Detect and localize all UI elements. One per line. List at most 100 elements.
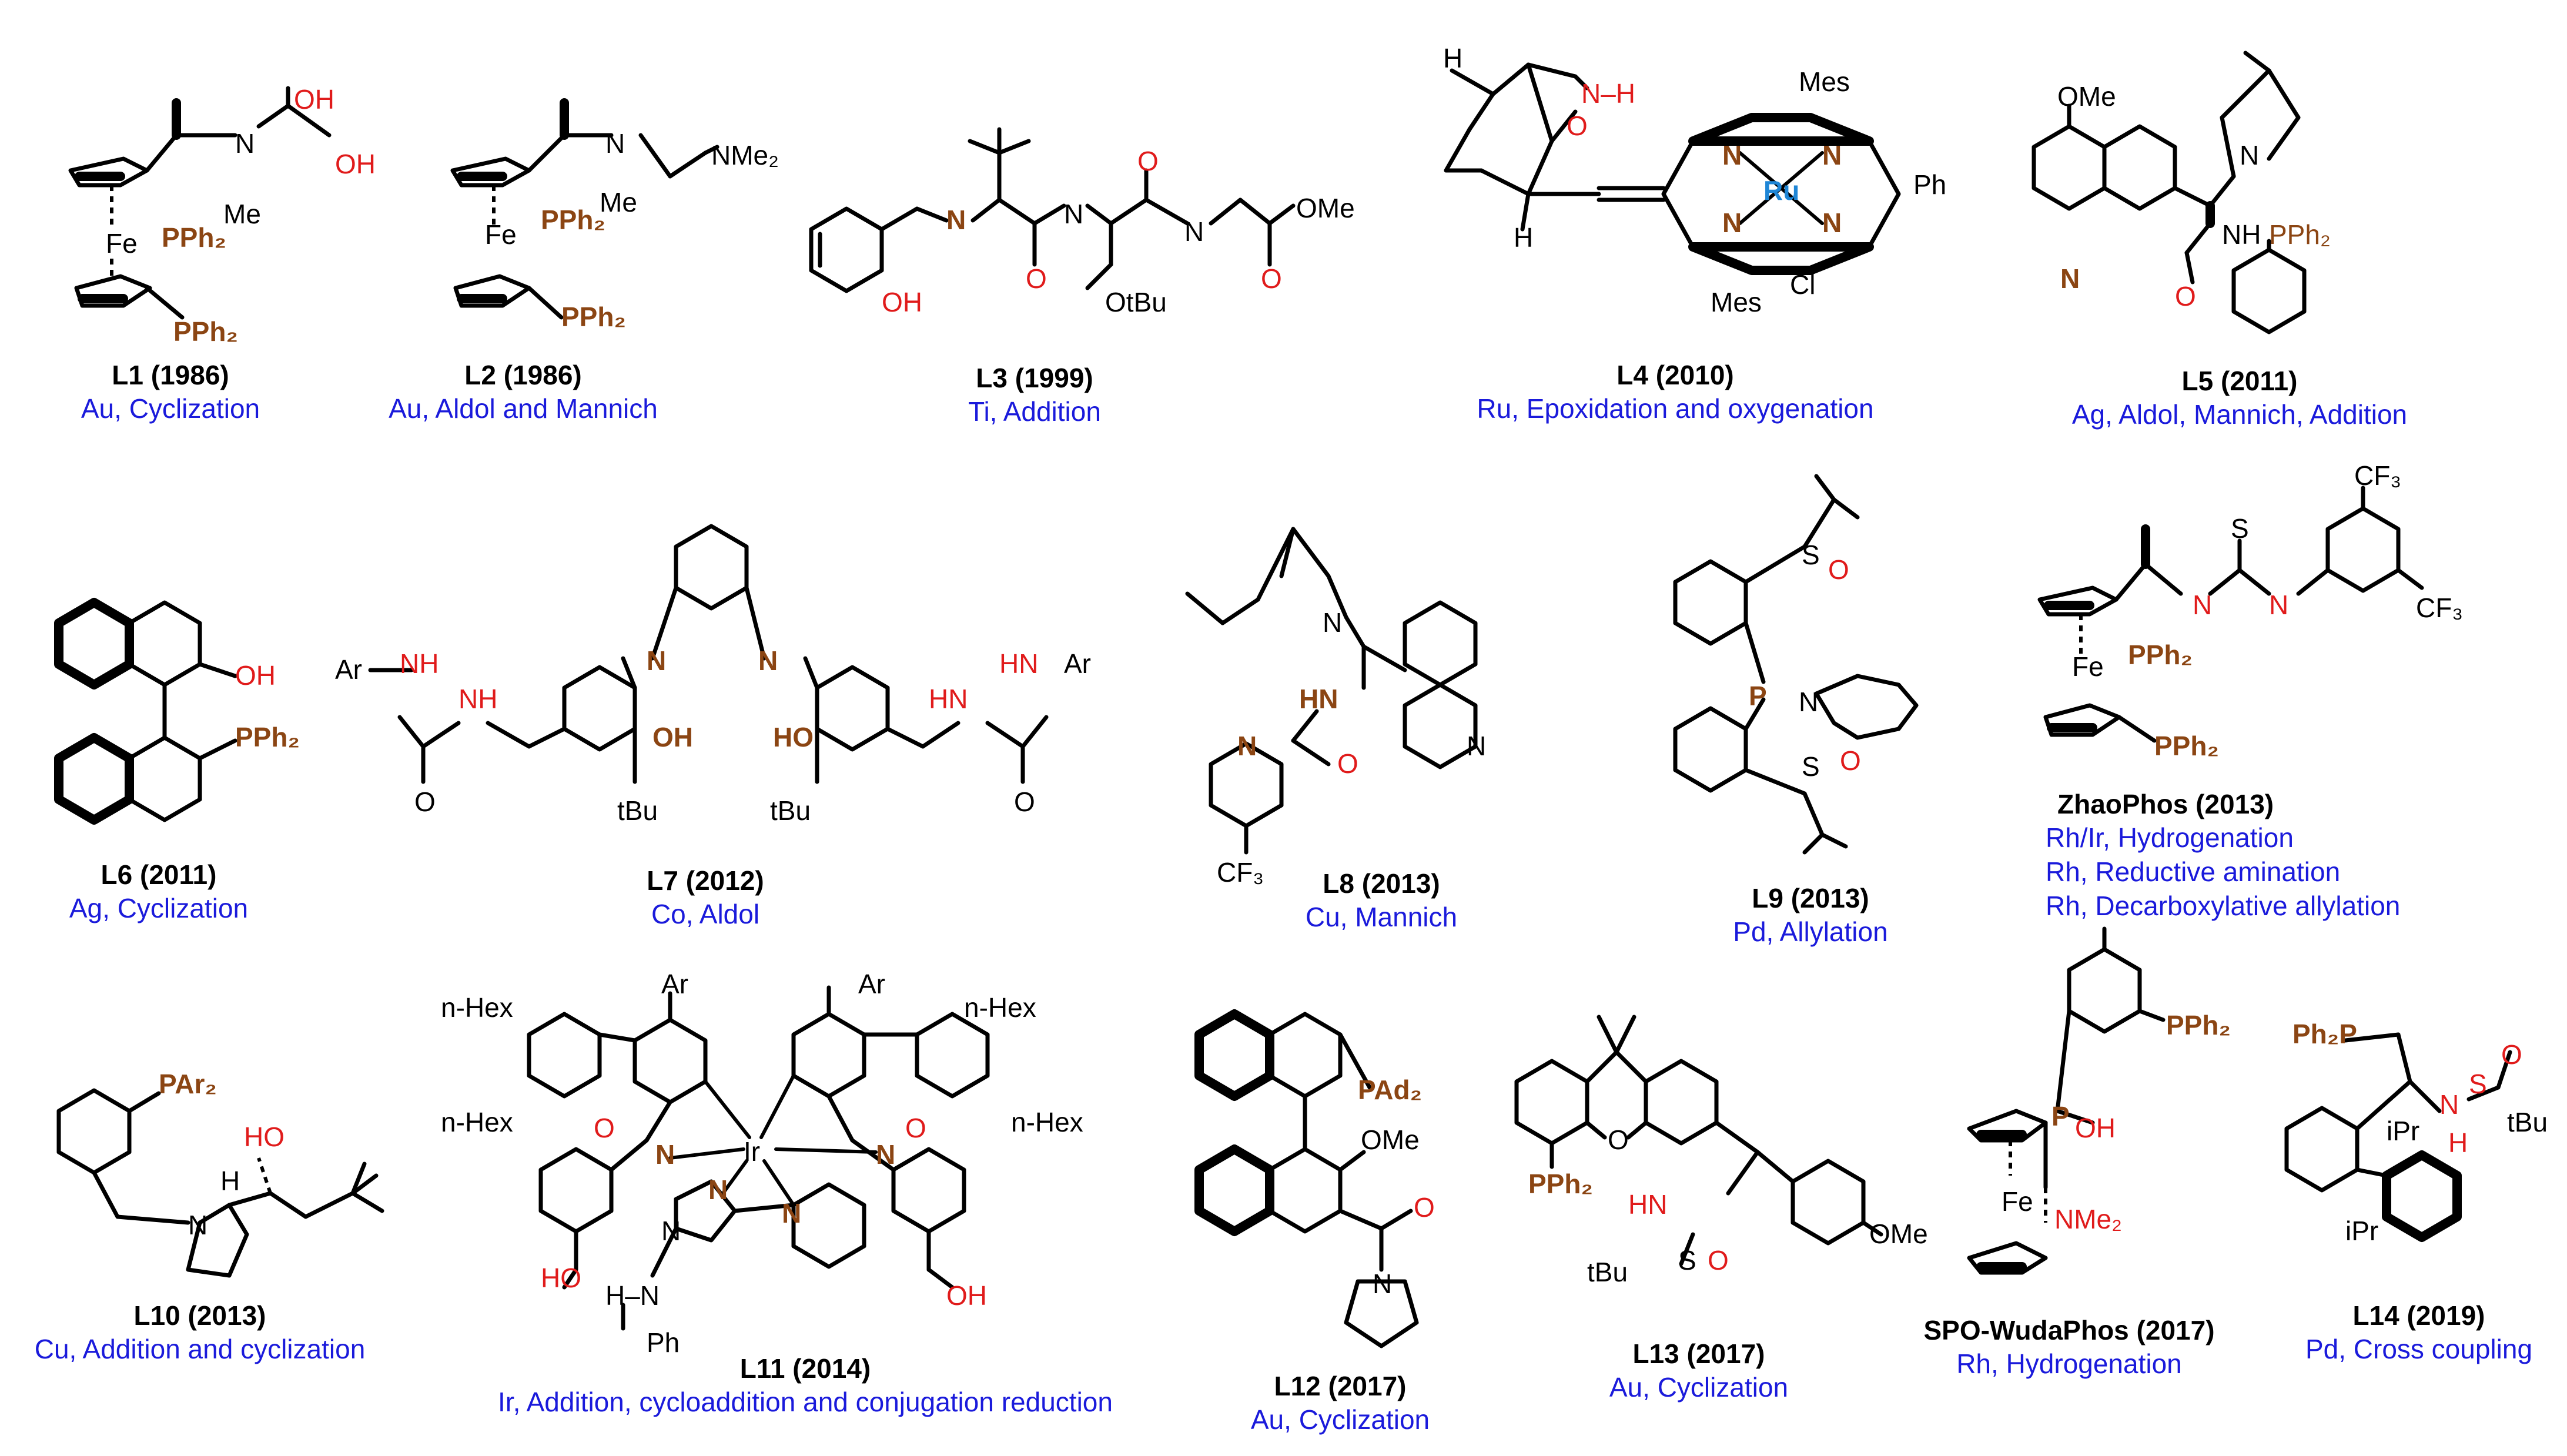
l3-otbu: OtBu [1105, 287, 1167, 317]
ligand-name: ZhaoPhos (2013) [2057, 789, 2274, 819]
l6-oh: OH [235, 660, 276, 691]
l13-hn: HN [1628, 1189, 1667, 1220]
l4-n2: N [1822, 140, 1842, 170]
ligand-application: Rh, Reductive amination [2046, 856, 2341, 887]
structure-L2: N Me NMe₂ Fe PPh₂ PPh₂ [450, 98, 779, 332]
l9-n: N [1799, 687, 1818, 717]
ligand-application: Au, Cyclization [1250, 1404, 1430, 1435]
l10-h: H [220, 1166, 240, 1196]
caption-L5: L5 (2011) Ag, Aldol, Mannich, Addition [2022, 364, 2457, 431]
ligand-name: SPO-WudaPhos (2017) [1923, 1315, 2215, 1345]
ligand-name: L10 (2013) [133, 1300, 266, 1331]
l13-tbu: tBu [1587, 1257, 1628, 1287]
l3-oh: OH [882, 287, 922, 317]
ligand-name: L8 (2013) [1323, 868, 1440, 899]
l12-ome: OMe [1361, 1124, 1420, 1155]
zhao-cf3-2: CF₃ [2416, 593, 2463, 623]
l4-mes1: Mes [1799, 66, 1850, 97]
l3-n: N [946, 205, 966, 235]
l13-pph2: PPh₂ [1528, 1169, 1593, 1199]
caption-L1: L1 (1986) Au, Cyclization [53, 359, 288, 426]
l2-pph2-a: PPh₂ [541, 205, 605, 235]
ligand-application: Pd, Allylation [1733, 916, 1888, 947]
ligand-name: L11 (2014) [739, 1353, 871, 1384]
structure-L13: O PPh₂ HN S O tBu OMe [1514, 1015, 1928, 1287]
l14-o: O [2501, 1039, 2522, 1070]
l10-n: N [188, 1210, 207, 1240]
l12-o: O [1414, 1192, 1435, 1223]
l1-oh1: OH [294, 84, 334, 115]
l7-nh1: NH [400, 648, 439, 679]
l1-oh2: OH [335, 149, 376, 179]
l11-n3: N [708, 1174, 728, 1205]
structure-L9: S P N S O S O [1673, 474, 1919, 855]
structure-L10: PAr₂ HO H N [56, 1069, 384, 1278]
ligand-application: Au, Aldol and Mannich [389, 393, 658, 424]
zhao-nh1: N [2193, 590, 2212, 620]
l3-nh2: N [1184, 216, 1204, 247]
structure-L8: N HN N O N CF₃ [1185, 527, 1486, 888]
wuda-p: P [2051, 1101, 2070, 1132]
l13-ome: OMe [1869, 1219, 1928, 1249]
wuda-fe: Fe [2002, 1186, 2033, 1217]
ligand-application: Ti, Addition [968, 396, 1101, 427]
l4-ru: Ru [1763, 175, 1799, 206]
l6-pph2: PPh₂ [235, 722, 300, 752]
l14-ipr2: iPr [2345, 1216, 2378, 1246]
l8-n1: N [1323, 607, 1342, 638]
l7-oh1: OH [652, 722, 693, 752]
ligand-application: Pd, Cross coupling [2305, 1334, 2533, 1364]
wuda-oh: OH [2075, 1113, 2116, 1143]
l4-h2: H [1514, 222, 1533, 253]
l12-pad2: PAd₂ [1358, 1075, 1422, 1105]
l7-ar1: Ar [335, 654, 362, 685]
l10-par2: PAr₂ [159, 1069, 217, 1099]
ligand-name: L5 (2011) [2181, 366, 2298, 396]
l7-o2: O [1014, 786, 1035, 817]
ligand-application: Rh, Hydrogenation [1956, 1348, 2182, 1379]
l4-mes2: Mes [1711, 287, 1762, 317]
l2-fe: Fe [485, 219, 517, 250]
caption-L2: L2 (1986) Au, Aldol and Mannich [370, 359, 676, 426]
caption-SPO-WudaPhos: SPO-WudaPhos (2017) Rh, Hydrogenation [1905, 1314, 2234, 1381]
l5-n1: N [2060, 263, 2080, 294]
ligand-name: L7 (2012) [647, 865, 764, 896]
l1-pph2-a: PPh₂ [162, 222, 226, 253]
l1-me: Me [223, 199, 261, 229]
ligand-application: Au, Cyclization [81, 393, 260, 424]
l5-n2: N [2240, 140, 2259, 170]
l7-ar2: Ar [1064, 648, 1091, 679]
l4-n4: N [1822, 207, 1842, 238]
l1-pph2-b: PPh₂ [173, 316, 238, 347]
l11-n1: N [655, 1139, 675, 1170]
structure-SPO-WudaPhos: PPh₂ P OH Fe NMe₂ [1967, 926, 2231, 1275]
caption-L8: L8 (2013) Cu, Mannich [1264, 867, 1499, 934]
ligand-application: Ir, Addition, cycloaddition and conjugat… [498, 1387, 1113, 1417]
l8-o: O [1337, 748, 1358, 779]
ligand-application: Rh, Decarboxylative allylation [2046, 891, 2401, 921]
l5-nh: NH [2222, 219, 2261, 250]
l4-cl: Cl [1790, 269, 1815, 300]
structure-ZhaoPhos: S N N CF₃ CF₃ Fe PPh₂ PPh₂ [2037, 460, 2463, 761]
l9-pa: P [1749, 681, 1767, 711]
ligand-name: L4 (2010) [1616, 360, 1734, 390]
ligand-name: L14 (2019) [2352, 1300, 2485, 1331]
l13-o2: O [1708, 1245, 1729, 1276]
l9-o2: O [1840, 745, 1861, 776]
l4-nh: N–H [1581, 78, 1635, 109]
ligand-application: Co, Aldol [651, 899, 760, 929]
ligand-application: Cu, Addition and cyclization [34, 1334, 366, 1364]
structure-L12: PAd₂ OMe O N [1194, 1009, 1435, 1348]
l5-o: O [2175, 281, 2196, 312]
zhao-pph2-a: PPh₂ [2128, 640, 2193, 670]
l11-ph: Ph [647, 1327, 680, 1358]
l10-ho: HO [244, 1122, 285, 1152]
structure-L3: OH N O N O N O OMe OtBu [809, 127, 1355, 317]
l7-n1: N [647, 645, 666, 676]
caption-L12: L12 (2017) Au, Cyclization [1223, 1370, 1458, 1437]
structure-L1: OH OH N Me Fe PPh₂ PPh₂ [68, 84, 376, 347]
structure-L4: H O N–H H Mes Mes Ph Cl Ru N N N N [1443, 43, 1946, 317]
ligand-application: Au, Cyclization [1609, 1372, 1789, 1403]
ligand-name: L12 (2017) [1274, 1371, 1407, 1401]
